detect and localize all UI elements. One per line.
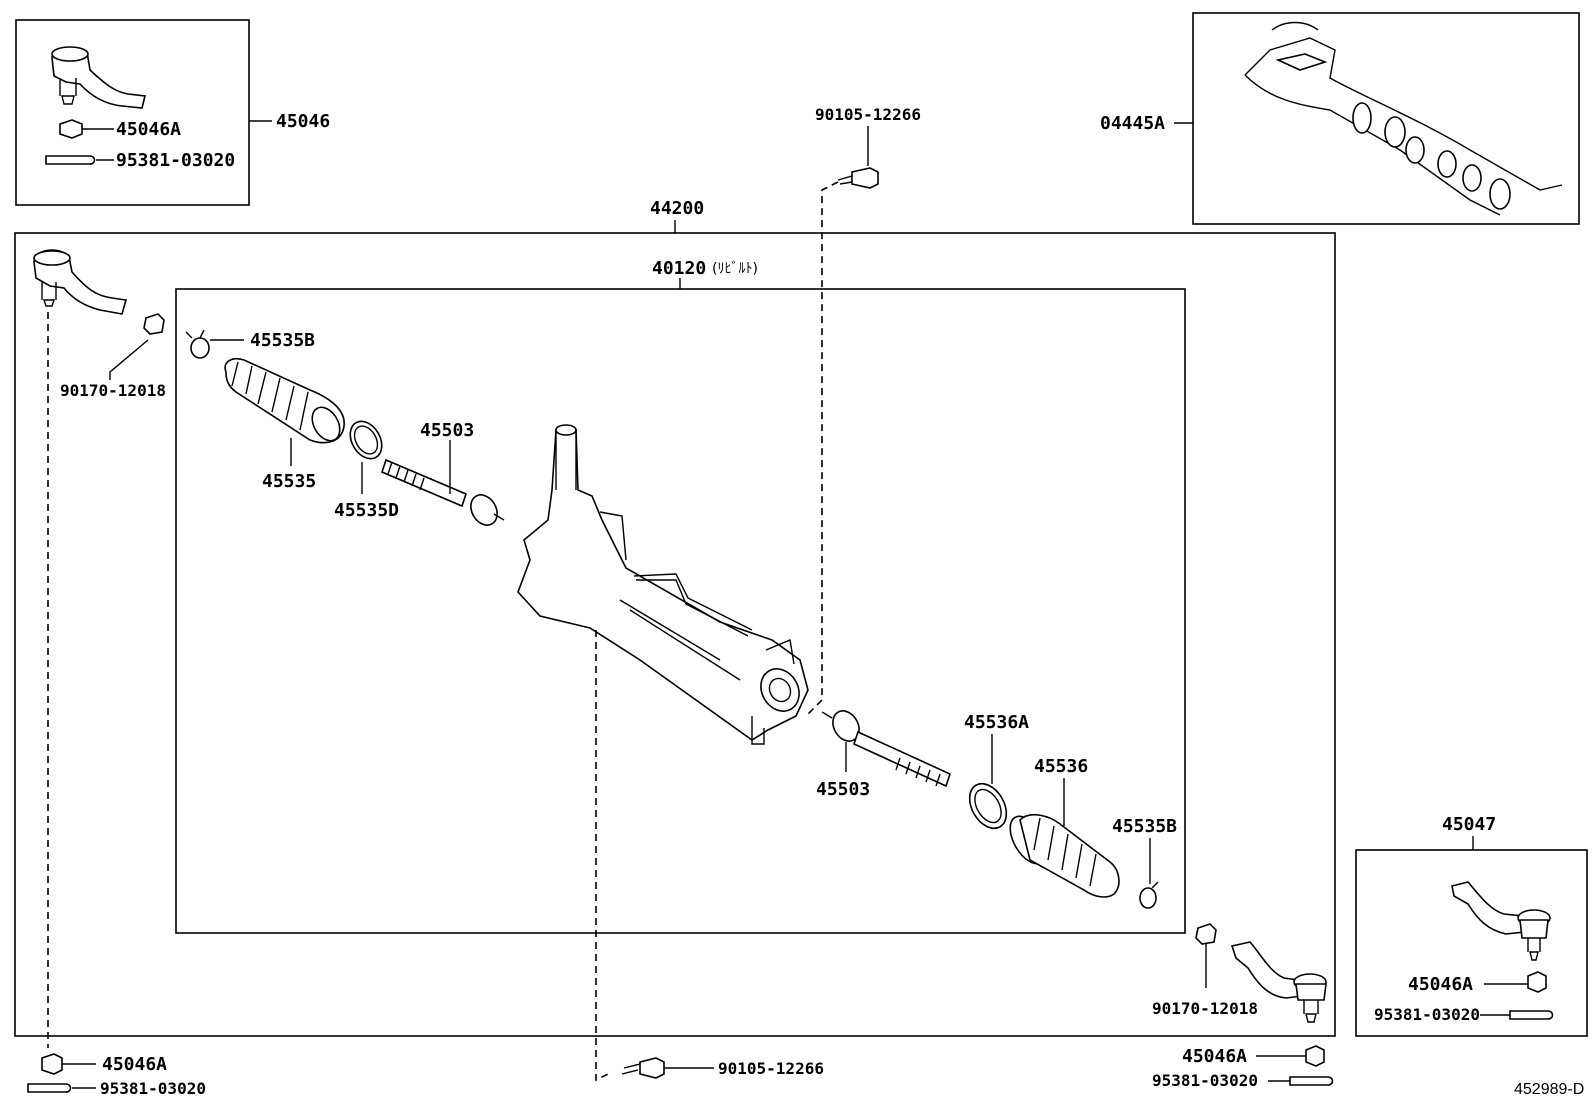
nut-icon	[41, 1053, 63, 1075]
label-04445A[interactable]: 04445A	[1100, 113, 1165, 134]
label-95381-bottommid[interactable]: 95381-03020	[1152, 1071, 1258, 1090]
tie-rod-end-icon	[1451, 881, 1551, 961]
diagram-id: 452989-D	[1514, 1081, 1584, 1098]
boot-bellows-icon	[1009, 813, 1120, 898]
label-45536A[interactable]: 45536A	[964, 712, 1029, 733]
label-45047[interactable]: 45047	[1442, 814, 1496, 835]
bolt-icon	[621, 1057, 665, 1079]
label-40120-note: (ﾘﾋﾞﾙﾄ)	[712, 261, 758, 277]
label-45535[interactable]: 45535	[262, 471, 316, 492]
group-04445A: 04445A	[1100, 12, 1580, 225]
group-45046: 45046A 95381-03020 45046	[15, 19, 330, 206]
label-90105-bottom[interactable]: 90105-12266	[718, 1059, 824, 1078]
nut-icon	[1305, 1045, 1325, 1067]
tie-rod-end-icon	[33, 249, 128, 315]
inner-tie-rod-icon	[381, 458, 505, 526]
tie-rod-end-icon	[1230, 941, 1327, 1023]
clamp-icon	[1139, 881, 1159, 909]
label-45503-left[interactable]: 45503	[420, 420, 474, 441]
clamp-icon	[185, 329, 210, 359]
label-45046A-bottommid[interactable]: 45046A	[1182, 1046, 1247, 1067]
group-right-boot: 45536A 45536 45535B	[964, 712, 1177, 909]
inner-tie-rod-icon	[821, 710, 951, 788]
assembly-44200-box	[14, 232, 1336, 1037]
cotter-pin-icon	[1509, 1010, 1554, 1020]
tie-rod-end-icon	[51, 46, 146, 109]
label-90170-right[interactable]: 90170-12018	[1152, 999, 1258, 1018]
label-45046A-bottomright[interactable]: 45046A	[1408, 974, 1473, 995]
label-45536[interactable]: 45536	[1034, 756, 1088, 777]
boot-ring-icon	[349, 420, 383, 460]
label-45046[interactable]: 45046	[276, 111, 330, 132]
nut-icon	[1195, 923, 1217, 945]
label-44200[interactable]: 44200	[650, 198, 704, 219]
label-45535B-right[interactable]: 45535B	[1112, 816, 1177, 837]
group-right-tie-rod-end: 90170-12018	[1152, 923, 1327, 1023]
bolt-icon	[837, 167, 879, 189]
steering-rack-housing-icon	[517, 424, 809, 1082]
label-95381-bottomright[interactable]: 95381-03020	[1374, 1005, 1480, 1024]
boot-ring-icon	[968, 782, 1008, 830]
group-bottom-left-hardware: 45046A 95381-03020	[27, 1053, 206, 1098]
seal-rings-icon	[1352, 102, 1511, 210]
cotter-pin-icon	[27, 1083, 72, 1093]
group-90105-top: 90105-12266	[807, 105, 921, 715]
group-left-tie-rod-end: 90170-12018	[33, 249, 166, 1048]
label-90105-top[interactable]: 90105-12266	[815, 105, 921, 124]
nut-icon	[1527, 971, 1547, 993]
label-45046A-topleft[interactable]: 45046A	[116, 119, 181, 140]
group-left-boot: 45535B 45535 45535D 45503	[185, 329, 505, 526]
label-45535D[interactable]: 45535D	[334, 500, 399, 521]
nut-icon	[143, 313, 165, 335]
label-45046A-bottomleft[interactable]: 45046A	[102, 1054, 167, 1075]
group-90105-bottom: 90105-12266	[621, 1057, 824, 1079]
label-90170-left[interactable]: 90170-12018	[60, 381, 166, 400]
boot-bellows-icon	[224, 357, 345, 444]
nut-icon	[59, 119, 83, 139]
group-bottom-right-hardware: 45046A 95381-03020	[1152, 1045, 1334, 1090]
group-right-tie-rod: 45503	[816, 710, 951, 800]
label-45535B-left[interactable]: 45535B	[250, 330, 315, 351]
label-40120[interactable]: 40120	[652, 258, 706, 279]
seal-kit-housing-icon	[1244, 21, 1563, 216]
label-95381-bottomleft[interactable]: 95381-03020	[100, 1079, 206, 1098]
cotter-pin-icon	[1289, 1076, 1334, 1086]
group-45047: 45047 45046A 95381-03020	[1355, 814, 1588, 1037]
label-45503-right[interactable]: 45503	[816, 779, 870, 800]
assembly-40120-box	[175, 288, 1186, 934]
label-95381-topleft[interactable]: 95381-03020	[116, 150, 235, 171]
cotter-pin-icon	[45, 155, 96, 165]
